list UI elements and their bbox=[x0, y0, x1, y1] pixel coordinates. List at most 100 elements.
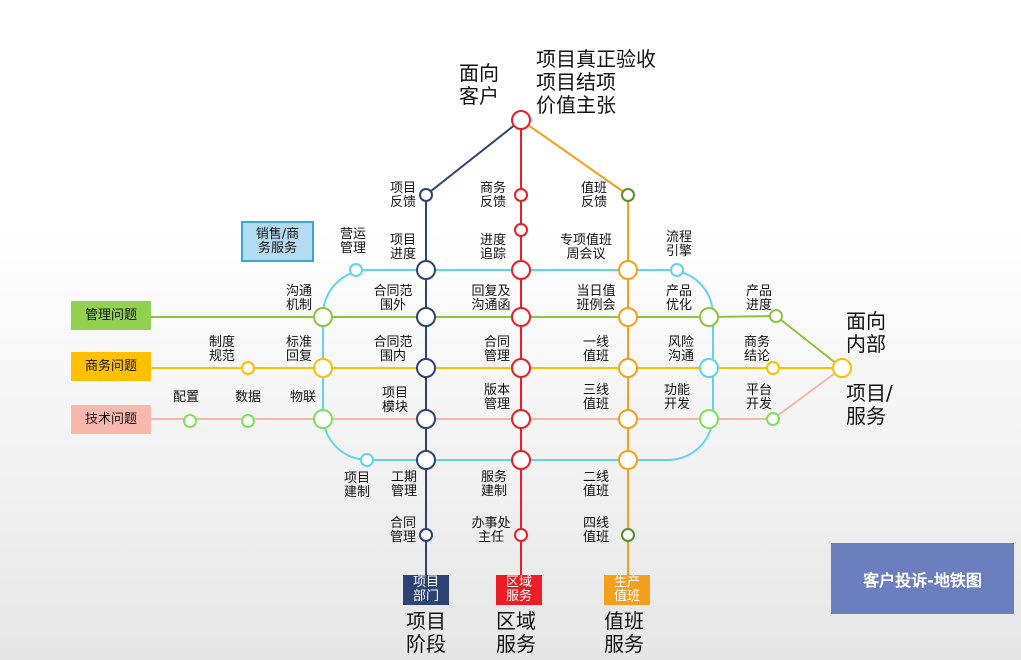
station-label-jianzhi: 项目建制 bbox=[322, 471, 392, 501]
station-label-line: 周会议 bbox=[566, 247, 606, 262]
station-label-line: 工期 bbox=[390, 470, 417, 485]
station-label-line: 值班 bbox=[582, 484, 609, 499]
station-data bbox=[241, 414, 255, 428]
station-label-line: 商务 bbox=[743, 335, 770, 350]
station-label-zb-fankui: 值班反馈 bbox=[559, 181, 629, 211]
station-first-line bbox=[618, 358, 638, 378]
station-label-line: 产品 bbox=[665, 284, 692, 299]
station-label-sixian: 四线值班 bbox=[561, 516, 631, 546]
station-label-line: 功能 bbox=[663, 383, 690, 398]
station-label-line: 值班 bbox=[582, 349, 609, 364]
sales-box-l1: 销售/商 bbox=[255, 226, 300, 242]
station-schedule-mgmt bbox=[416, 450, 436, 470]
region-badge: 区域 服务 bbox=[496, 575, 542, 605]
project-dept-l2: 部门 bbox=[412, 589, 439, 604]
station-ops-mgmt bbox=[349, 263, 363, 277]
station-label-line: 物联 bbox=[289, 390, 316, 405]
station-label-line: 平台 bbox=[745, 383, 772, 398]
station-feature-dev bbox=[699, 409, 719, 429]
label-customer-l2: 客户 bbox=[459, 84, 499, 108]
station-label-htfw-wai: 合同范围外 bbox=[358, 284, 428, 314]
station-project-module bbox=[416, 409, 436, 429]
station-second-line bbox=[618, 450, 638, 470]
station-label-line: 进度 bbox=[479, 233, 506, 248]
station-progress-tracking bbox=[511, 260, 531, 280]
label-duty-service-l1: 值班 bbox=[604, 609, 644, 633]
station-standard-reply bbox=[313, 358, 333, 378]
station-label-line: 引擎 bbox=[665, 244, 692, 259]
station-business-conclusion bbox=[766, 361, 780, 375]
station-label-line: 版本 bbox=[483, 383, 510, 398]
station-duty-feedback bbox=[621, 188, 635, 202]
label-project-service-l2: 服务 bbox=[846, 404, 886, 428]
station-label-chanpin-youhua: 产品优化 bbox=[644, 284, 714, 314]
station-label-line: 建制 bbox=[480, 484, 507, 499]
station-label-line: 当日值 bbox=[576, 284, 616, 299]
station-label-line: 数据 bbox=[234, 390, 261, 405]
station-project-system bbox=[360, 453, 374, 467]
station-label-fuwu-jianzhi: 服务建制 bbox=[459, 470, 529, 500]
station-label-line: 配置 bbox=[172, 390, 199, 405]
station-label-line: 沟通 bbox=[667, 349, 694, 364]
region-l2: 服务 bbox=[505, 589, 532, 604]
station-label-line: 管理 bbox=[389, 530, 416, 545]
station-business-feedback bbox=[514, 188, 528, 202]
station-label-xm-jindu: 项目进度 bbox=[368, 233, 438, 263]
station-label-line: 反馈 bbox=[479, 195, 506, 210]
station-label-line: 服务 bbox=[480, 470, 507, 485]
station-label-line: 模块 bbox=[381, 400, 408, 415]
station-flow-engine bbox=[670, 263, 684, 277]
duty-badge: 生产 值班 bbox=[604, 575, 650, 605]
station-project-progress bbox=[416, 260, 436, 280]
station-label-line: 开发 bbox=[663, 397, 690, 412]
station-label-line: 办事处 bbox=[471, 516, 511, 531]
label-region-service-l1: 区域 bbox=[496, 609, 536, 633]
station-label-ht-guanli: 合同管理 bbox=[368, 516, 438, 546]
sales-box: 销售/商 务服务 bbox=[241, 221, 314, 262]
station-label-line: 商务 bbox=[479, 181, 506, 196]
station-label-line: 合同 bbox=[389, 516, 416, 531]
station-label-line: 反馈 bbox=[580, 195, 607, 210]
label-project-stage-l1: 项目 bbox=[406, 609, 446, 633]
label-value-l2: 项目结项 bbox=[536, 70, 616, 94]
station-label-line: 反馈 bbox=[389, 195, 416, 210]
station-label-line: 进度 bbox=[745, 298, 772, 313]
station-label-goutong: 沟通机制 bbox=[264, 284, 334, 314]
label-project-service: 项目/ 服务 bbox=[846, 382, 893, 428]
station-label-line: 项目 bbox=[381, 386, 408, 401]
station-risk-comm bbox=[699, 358, 719, 378]
station-label-line: 规范 bbox=[208, 349, 235, 364]
station-label-line: 营运 bbox=[339, 227, 366, 242]
label-customer-l1: 面向 bbox=[459, 61, 499, 85]
station-fourth-line bbox=[621, 528, 635, 542]
station-label-line: 回复 bbox=[285, 349, 312, 364]
station-label-yunying: 营运管理 bbox=[318, 227, 388, 257]
station-label-line: 风险 bbox=[667, 335, 694, 350]
station-label-line: 管理 bbox=[483, 397, 510, 412]
station-office-director bbox=[514, 528, 528, 542]
station-label-line: 三线 bbox=[582, 383, 609, 398]
station-label-pingtai: 平台开发 bbox=[724, 383, 794, 413]
station-label-erxian: 二线值班 bbox=[561, 470, 631, 500]
station-label-line: 值班 bbox=[582, 397, 609, 412]
label-region-service-l2: 服务 bbox=[496, 632, 536, 656]
station-label-gongneng: 功能开发 bbox=[642, 383, 712, 413]
station-label-line: 管理 bbox=[483, 349, 510, 364]
station-label-line: 项目 bbox=[343, 471, 370, 486]
label-duty-service: 值班 服务 bbox=[604, 610, 644, 656]
station-label-line: 值班 bbox=[582, 530, 609, 545]
station-label-line: 建制 bbox=[343, 485, 370, 500]
station-label-line: 开发 bbox=[745, 397, 772, 412]
label-customer: 面向 客户 bbox=[459, 62, 499, 108]
station-daily-meeting bbox=[618, 307, 638, 327]
station-label-line: 专项值班 bbox=[559, 233, 612, 248]
station-label-line: 结论 bbox=[743, 349, 770, 364]
station-label-shangwu-jielun: 商务结论 bbox=[722, 335, 792, 365]
station-label-banben: 版本管理 bbox=[462, 383, 532, 413]
station-label-line: 追踪 bbox=[479, 247, 506, 262]
label-value-l3: 价值主张 bbox=[536, 93, 616, 117]
right-hub-station bbox=[832, 358, 852, 378]
label-value: 项目真正验收 项目结项 价值主张 bbox=[536, 48, 656, 117]
tech-box: 技术问题 bbox=[71, 405, 151, 434]
station-label-dangri: 当日值班例会 bbox=[561, 284, 631, 314]
